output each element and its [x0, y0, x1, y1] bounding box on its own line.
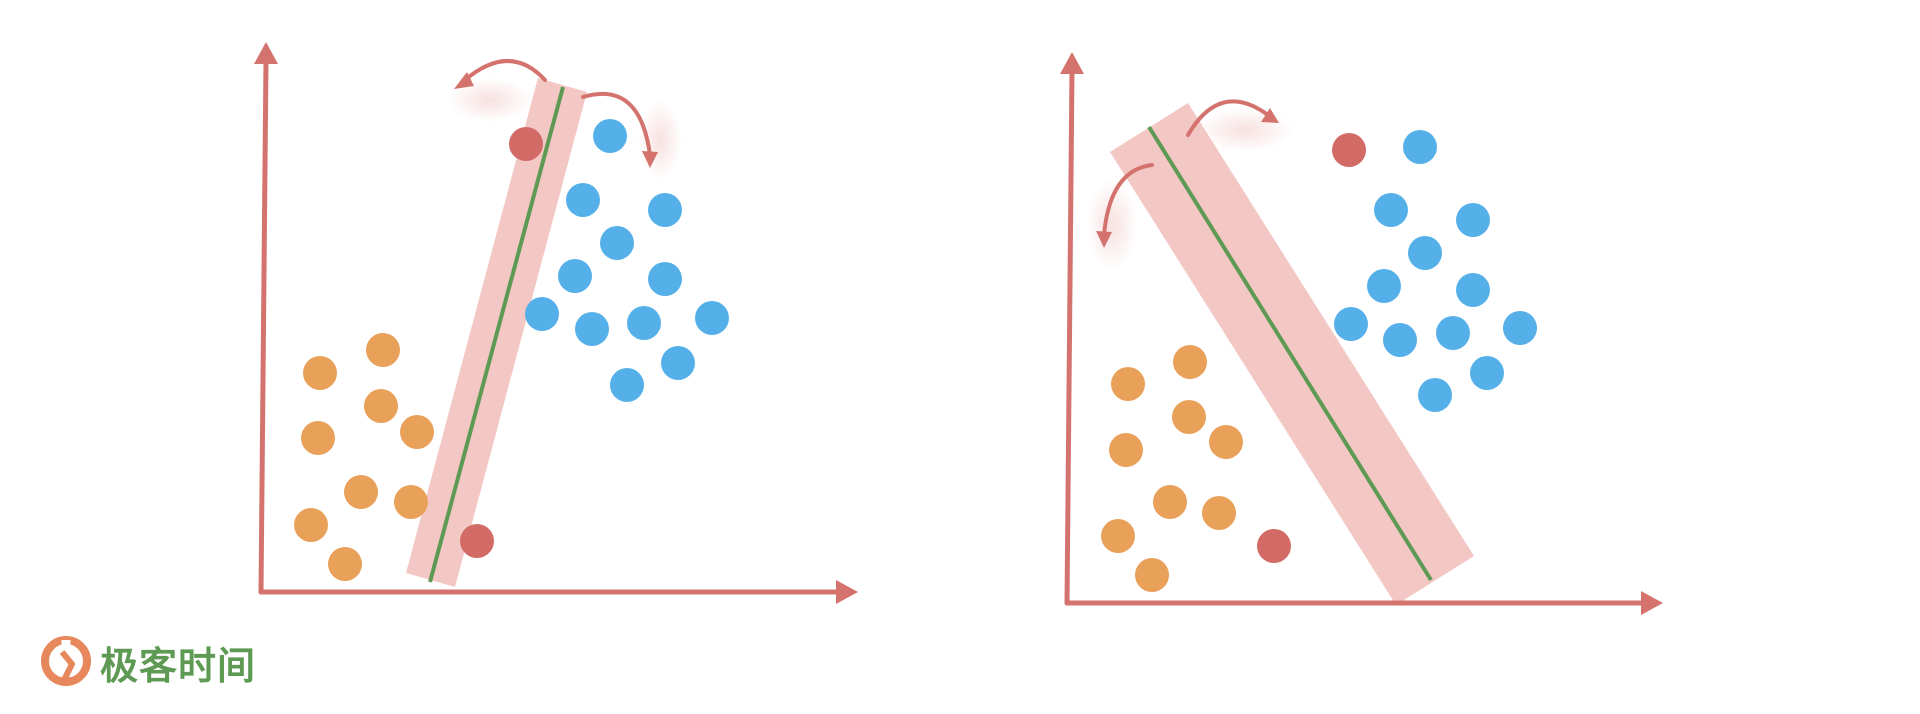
right-orange-points — [1101, 345, 1243, 592]
blue-point — [627, 306, 661, 340]
orange-point — [1172, 400, 1206, 434]
orange-point — [1101, 519, 1135, 553]
blue-point — [695, 301, 729, 335]
blue-point — [566, 183, 600, 217]
right-smudge-1 — [1197, 108, 1293, 152]
orange-point — [1135, 558, 1169, 592]
orange-point — [400, 415, 434, 449]
left-orange-points — [294, 333, 434, 581]
blue-point — [610, 368, 644, 402]
left-hyperplane — [428, 86, 565, 583]
rotate-arrow-icon — [1186, 99, 1270, 137]
orange-point — [328, 547, 362, 581]
blue-point — [558, 259, 592, 293]
blue-point — [1436, 316, 1470, 350]
orange-point — [301, 421, 335, 455]
blue-point — [661, 346, 695, 380]
orange-point — [1209, 425, 1243, 459]
misclassified-point — [1257, 529, 1291, 563]
right-red-points — [1257, 133, 1366, 563]
left-y-axis-arrowhead — [254, 42, 278, 64]
blue-point — [1456, 273, 1490, 307]
blue-point — [648, 193, 682, 227]
blue-point — [1408, 236, 1442, 270]
right-blue-points — [1334, 130, 1537, 412]
misclassified-point — [460, 524, 494, 558]
blue-point — [1334, 307, 1368, 341]
orange-point — [394, 485, 428, 519]
blue-point — [593, 119, 627, 153]
right-x-axis-arrowhead — [1641, 591, 1663, 615]
blue-point — [1503, 311, 1537, 345]
blue-point — [575, 312, 609, 346]
orange-point — [1109, 433, 1143, 467]
blue-point — [1367, 269, 1401, 303]
left-x-axis-arrowhead — [836, 580, 858, 604]
blue-point — [1456, 203, 1490, 237]
blue-point — [600, 226, 634, 260]
rotate-arrow-icon — [1102, 163, 1154, 237]
blue-point — [1418, 378, 1452, 412]
orange-point — [1153, 485, 1187, 519]
orange-point — [1173, 345, 1207, 379]
brand-name: 极客时间 — [100, 643, 257, 688]
left-smudge-2 — [638, 100, 682, 180]
rotate-arrow-icon — [642, 151, 658, 168]
right-y-axis — [1064, 67, 1075, 606]
orange-point — [1111, 367, 1145, 401]
blue-point — [648, 262, 682, 296]
right-diagram — [1060, 52, 1663, 615]
rotate-arrow-icon — [454, 72, 474, 89]
geektime-logo-icon — [41, 636, 91, 686]
blue-point — [1374, 193, 1408, 227]
orange-point — [294, 508, 328, 542]
left-smudge-1 — [448, 78, 532, 122]
blue-point — [1403, 130, 1437, 164]
right-y-axis-arrowhead — [1060, 52, 1084, 74]
left-diagram — [254, 42, 858, 604]
brand-logo: 极客时间 — [40, 634, 256, 690]
rotate-arrow-icon — [581, 91, 652, 157]
right-hyperplane — [1147, 125, 1433, 582]
rotate-arrow-icon — [1261, 108, 1279, 123]
orange-point — [364, 389, 398, 423]
blue-point — [525, 297, 559, 331]
left-red-points — [460, 127, 543, 558]
blue-point — [1470, 356, 1504, 390]
right-smudge-2 — [1086, 179, 1138, 271]
misclassified-point — [1332, 133, 1366, 167]
rotate-arrow-icon — [1096, 231, 1112, 248]
left-y-axis — [258, 57, 269, 595]
orange-point — [303, 356, 337, 390]
misclassified-point — [509, 127, 543, 161]
orange-point — [344, 475, 378, 509]
left-blue-points — [525, 119, 729, 402]
orange-point — [1202, 496, 1236, 530]
blue-point — [1383, 323, 1417, 357]
orange-point — [366, 333, 400, 367]
rotate-arrow-icon — [463, 59, 547, 82]
